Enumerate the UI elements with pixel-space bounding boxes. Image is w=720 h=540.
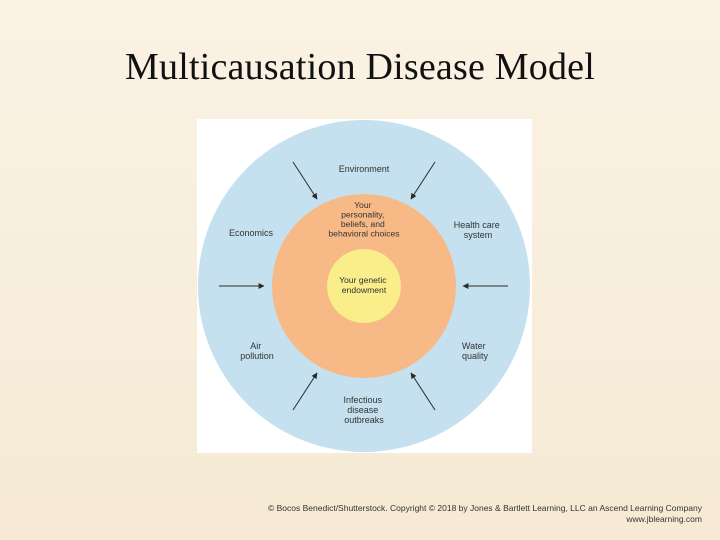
factor-economics-label: Economics [229,228,274,238]
factor-water-quality-label: Water quality [462,341,489,361]
core-label: Your genetic endowment [339,275,389,295]
multicausation-diagram: Environment Economics Health care system… [198,120,530,452]
arrow-bottom-right [410,372,436,411]
factor-infectious-disease-label: Infectious disease outbreaks [343,395,384,425]
factor-environment-label: Environment [339,164,390,174]
credit-line: © Bocos Benedict/Shutterstock. Copyright… [268,503,702,513]
middle-ring-label: Your personality, beliefs, and behaviora… [328,200,399,239]
core-circle [327,249,401,323]
diagram-figure: Environment Economics Health care system… [197,119,532,453]
slide-title: Multicausation Disease Model [125,46,595,88]
arrow-top-right [410,161,436,200]
arrow-bottom-left [292,372,318,411]
copyright-credit: © Bocos Benedict/Shutterstock. Copyright… [268,503,702,525]
factor-air-pollution-label: Air pollution [240,341,274,361]
arrow-top-left [292,161,318,200]
factor-health-care-label: Health care system [454,220,503,240]
credit-url: www.jblearning.com [626,514,702,524]
